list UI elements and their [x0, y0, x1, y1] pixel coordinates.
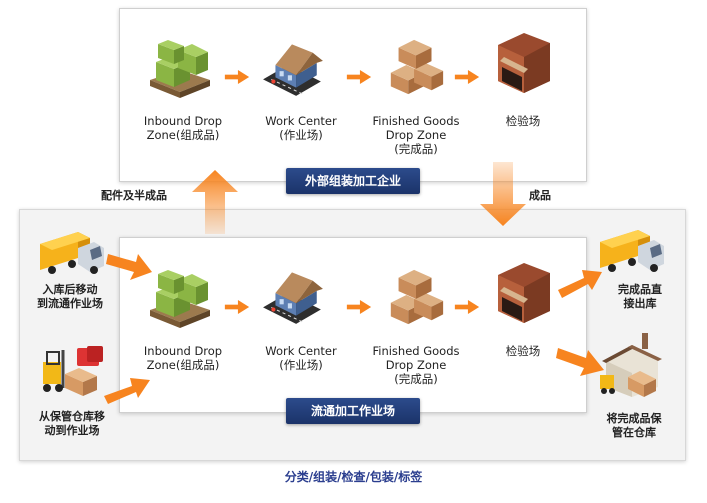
forklift-icon [41, 344, 105, 396]
flow-arrow-icon [224, 300, 250, 314]
warehouse-move-label: 从保管仓库移动到作业场 [39, 410, 105, 437]
down-flow-arrow-icon [480, 162, 526, 226]
work-center-icon [262, 271, 324, 325]
up-flow-arrow-icon [192, 170, 238, 234]
parts-semi-finished-label: 配件及半成品 [101, 189, 167, 202]
finished-goods-boxes-icon [390, 269, 444, 325]
warehouse-storage-label: 将完成品保管在仓库 [606, 412, 662, 439]
flow-arrow-icon [224, 70, 250, 84]
external-assembly-panel [119, 8, 587, 182]
flow-arrow-icon [346, 300, 372, 314]
input-arrow-icon [106, 254, 152, 280]
step-label-work-center: Work Center(作业场) [265, 114, 337, 142]
input-arrow-icon [104, 378, 150, 404]
flow-arrow-icon [454, 70, 480, 84]
process-footer: 分类/组装/检查/包装/标签 [284, 470, 423, 484]
external-assembly-banner: 外部组装加工企业 [286, 168, 420, 194]
inbound-crates-icon [150, 270, 210, 328]
output-arrow-icon [558, 270, 602, 298]
distribution-processing-banner: 流通加工作业场 [286, 398, 420, 424]
direct-shipping-label: 完成品直接出库 [618, 283, 662, 310]
output-arrow-icon [556, 348, 604, 376]
step-label-inspection: 检验场 [505, 114, 541, 128]
finished-products-label: 成品 [529, 189, 551, 202]
flow-arrow-icon [454, 300, 480, 314]
finished-goods-boxes-icon [390, 39, 444, 95]
inbound-crates-icon [150, 40, 210, 98]
inspection-building-icon [498, 263, 550, 323]
step-label-work-center: Work Center(作业场) [265, 344, 337, 372]
inbound-move-label: 入库后移动到流通作业场 [37, 283, 103, 310]
warehouse-icon [600, 333, 662, 397]
work-center-icon [262, 43, 324, 97]
delivery-truck-icon [40, 232, 104, 274]
delivery-truck-icon [600, 230, 664, 272]
flow-arrow-icon [346, 70, 372, 84]
step-label-inspection: 检验场 [505, 344, 541, 358]
inspection-building-icon [498, 33, 550, 93]
